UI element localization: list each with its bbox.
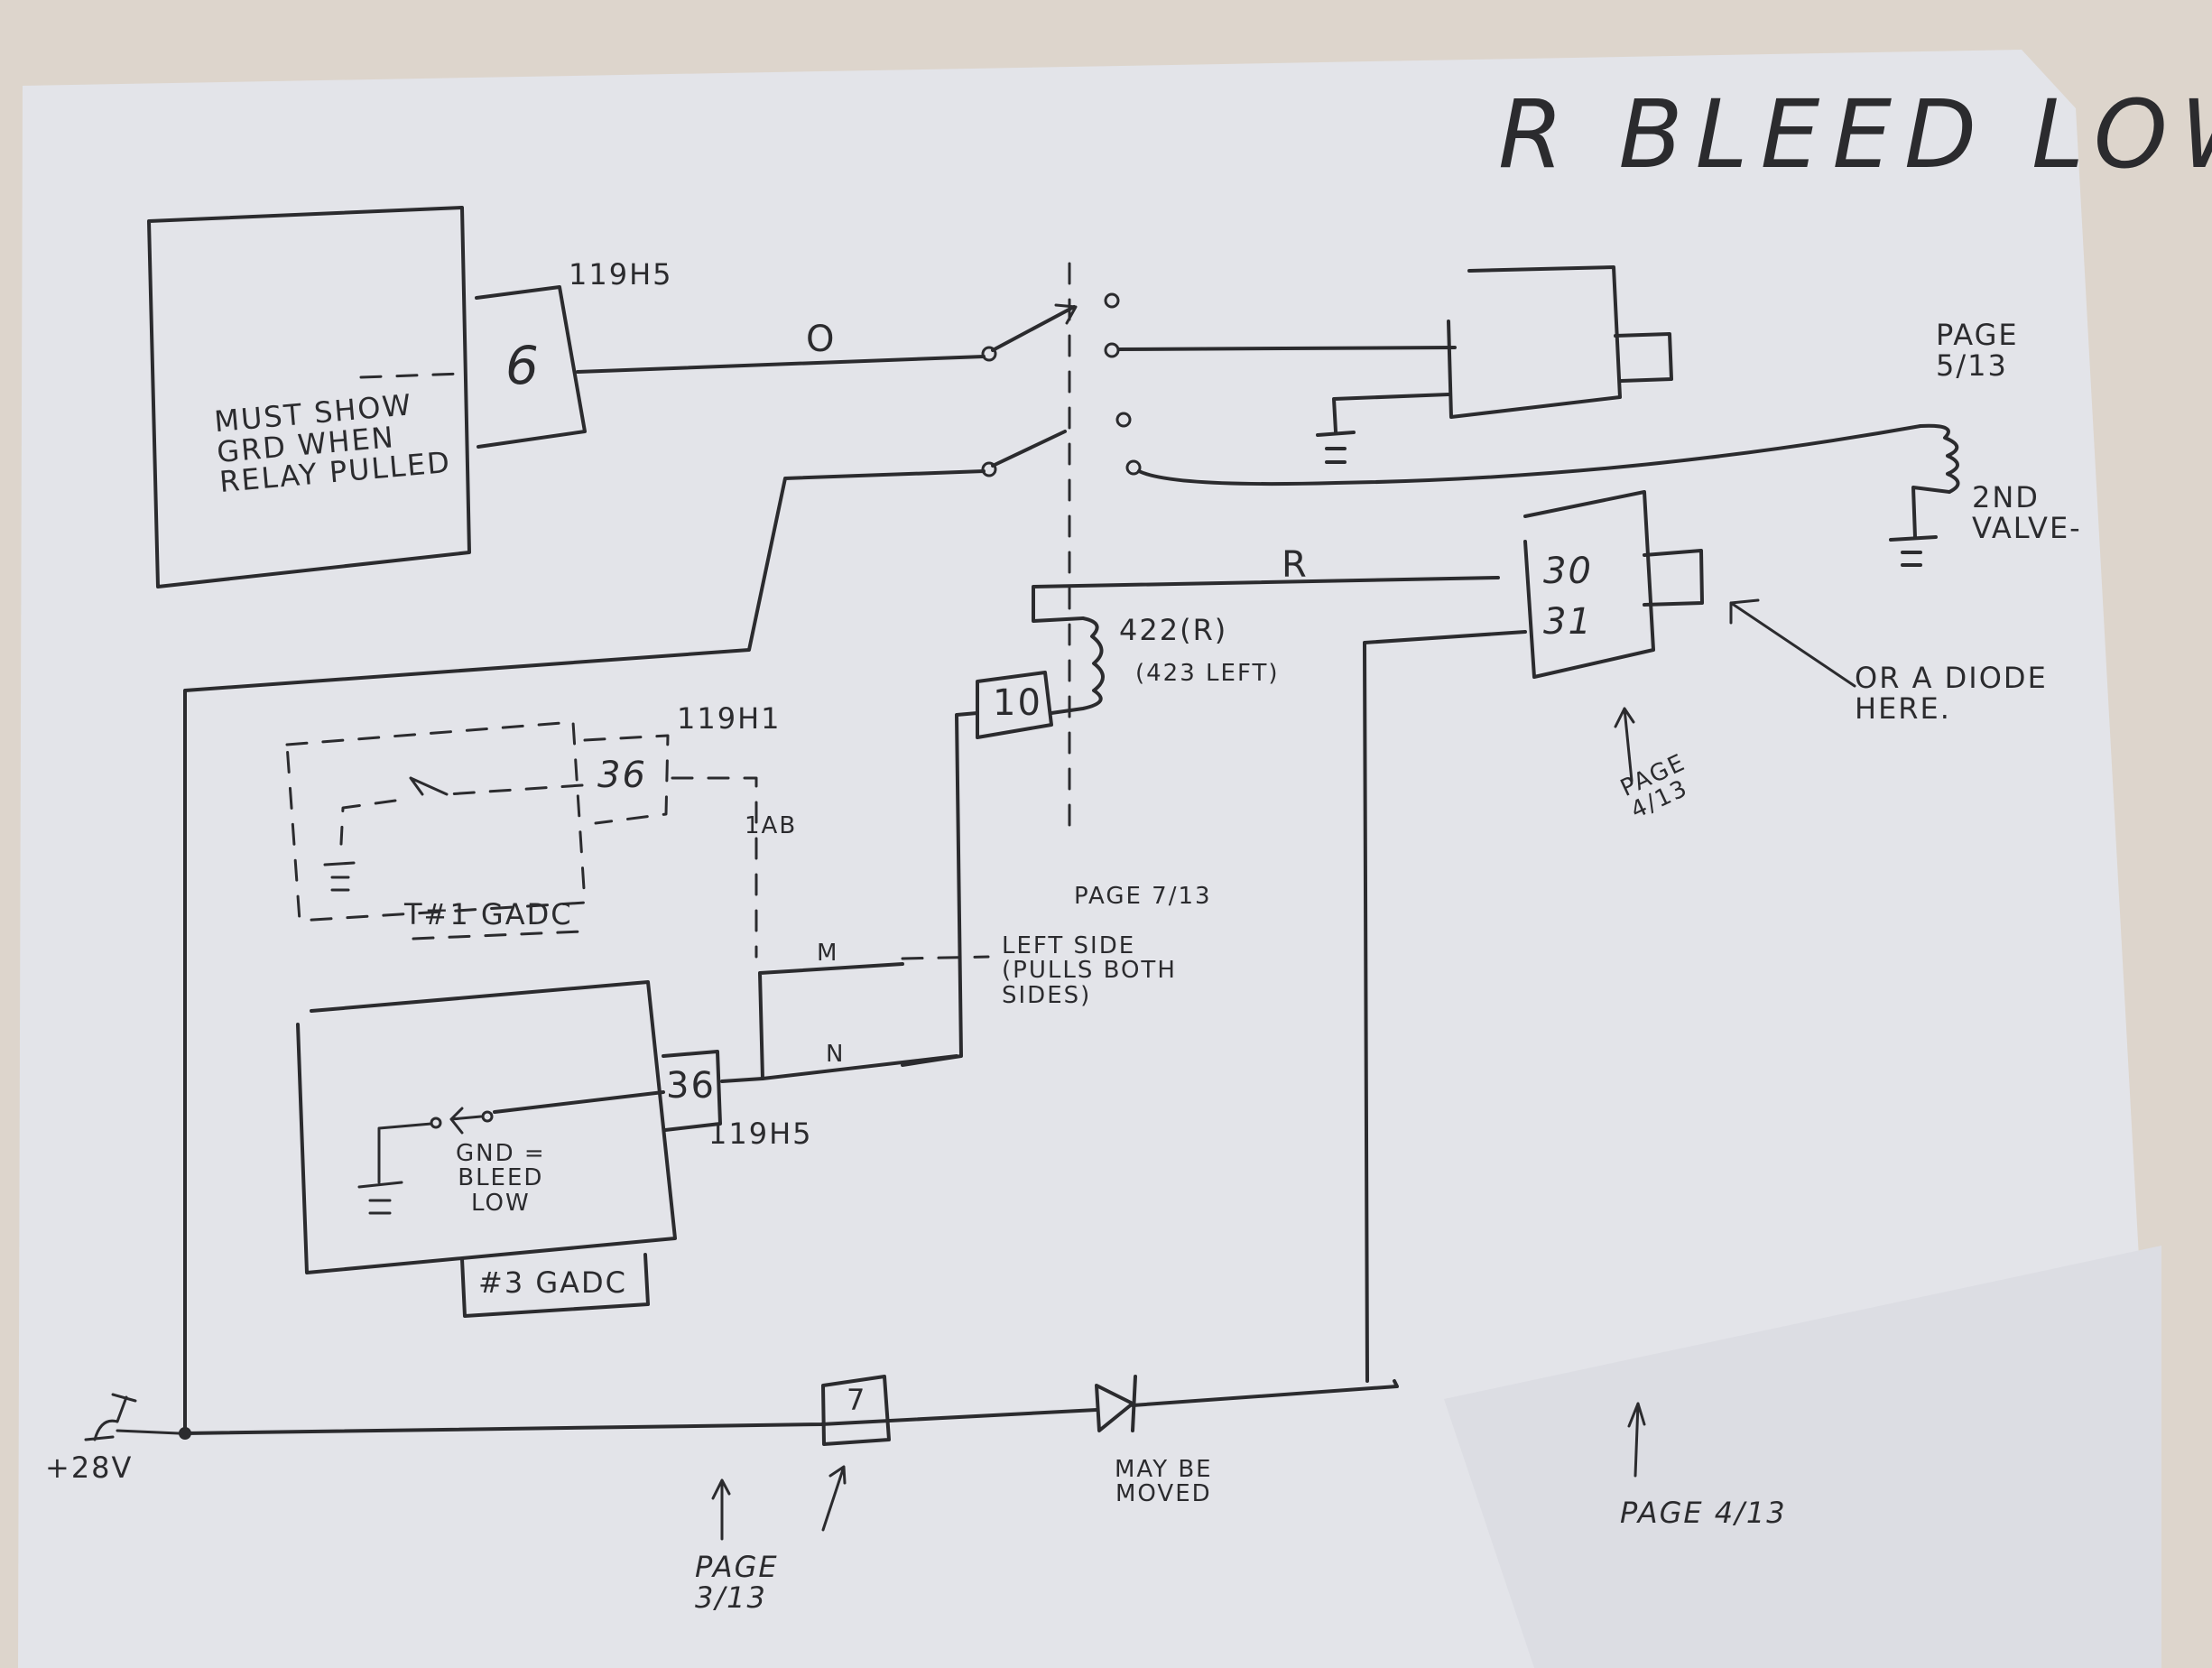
wire-r [1032,576,1500,623]
gadc3-ground-symbol [357,1181,403,1215]
dashed-wire-left-side [901,955,990,960]
connector-119h1: 119H1 [677,701,782,736]
gadc3-label: #3 GADC [478,1265,628,1300]
relay-coil-422 [1050,616,1105,715]
page-3-ref: PAGE 3/13 [695,1550,779,1615]
gadc1-arrow [409,776,449,796]
wire-10-down [901,711,979,1067]
relay-coil-label: 422(R) [1119,613,1228,647]
second-valve-coil [1919,423,1960,494]
connector-30-31-box [1523,490,1655,679]
gadc1-bottom-dashed [412,930,584,941]
second-valve-label: 2ND VALVE- [1972,480,2082,545]
connector-30-31-tab [1643,549,1704,607]
m-label: M [817,940,839,967]
arrow-diode-here [1729,598,1856,688]
switch1-nc-contact [1104,342,1120,358]
power-label: +28V [45,1450,134,1485]
gadc1-pin-36: 36 [597,755,647,796]
device-box [1447,265,1622,419]
relay-coil-alt-label: (423 LEFT) [1135,660,1280,687]
diode-here-note: OR A DIODE HERE. [1855,661,2048,726]
gadc3-note: GND = BLEED LOW [456,1140,546,1217]
wire-switch2-to-bus [183,469,986,1432]
bus-junction-dot [179,1427,191,1440]
diode-symbol [1095,1375,1137,1432]
gadc1-pin-36-dashed-box [583,734,670,825]
wire-1ab-label: 1AB [745,812,798,839]
page-4-ref-bottom: PAGE 4/13 [1620,1496,1787,1530]
gadc1-label: T#1 GADC [404,897,573,931]
pin-7-label: 7 [847,1383,867,1417]
gadc3-ground-wire [377,1122,433,1184]
gadc3-pin-36: 36 [666,1065,716,1107]
paper-shadow [1444,1246,2161,1668]
wire-diode-to-31 [1131,1379,1399,1407]
gadc3-switch-wire [493,1090,665,1114]
r-wire-label: R [1282,544,1309,586]
gadc1-ground-wire [339,799,397,846]
second-valve-ground-wire [1911,486,1951,539]
n-label: N [826,1041,846,1068]
connector-119h5-bottom: 119H5 [708,1117,813,1151]
switch1-no-contact [1104,292,1120,309]
power-terminal-symbol [84,1393,137,1441]
gadc3-switch-contact-b [430,1117,442,1129]
top-left-box [147,206,471,588]
wire-to-2nd-valve [1137,424,1922,486]
gadc3-switch-contact-a [481,1110,494,1123]
arrow-page-3-right [821,1465,847,1532]
pin-10-label: 10 [993,682,1042,724]
pin-10-box [976,671,1053,739]
wire-gadc3-to-mn [720,1077,764,1083]
diagram-title: R BLEED LOW [1498,79,2212,190]
arrow-page-3-left [711,1478,731,1541]
connector-pin-31: 31 [1543,601,1593,643]
switch2-common [981,461,997,477]
wire-31-down [1363,630,1527,1383]
switch2-no-contact [1115,412,1132,428]
gadc3-pin-36-box [662,1050,722,1132]
connector-119h5-top: 119H5 [569,257,673,292]
wire-o-label: O [806,319,837,360]
gadc1-dashed-arrow-wire [445,783,584,796]
dashed-wire-1ab [671,776,758,959]
diode-moved-note: MAY BE MOVED [1115,1456,1213,1508]
connector-pin-30: 30 [1543,551,1593,592]
switch1-common [981,346,997,362]
pin-6-box [475,285,587,449]
mn-page-ref: PAGE 7/13 [1074,883,1212,910]
arrow-page-4-top [1614,707,1635,783]
switch2-nc-contact [1125,459,1142,476]
switch1-blade [991,305,1076,352]
power-wire-stub [116,1429,180,1435]
top-left-box-note: MUST SHOW GRD WHEN RELAY PULLED [212,387,453,500]
arrow-page-4-bottom [1627,1402,1646,1478]
gadc3-label-box [460,1253,650,1318]
pin-7-box [821,1375,891,1446]
device-tab [1614,332,1673,383]
pin-6-label: 6 [505,335,541,396]
gadc3-box [296,980,677,1274]
device-ground-wire [1332,393,1450,433]
second-valve-page-ref: PAGE 5/13 [1936,318,2019,383]
wire-to-device [1117,346,1457,351]
second-valve-ground-symbol [1889,535,1938,567]
gadc1-dashed-box [285,720,587,922]
mn-left-side-note: LEFT SIDE (PULLS BOTH SIDES) [1002,932,1177,1009]
wire-o [576,355,986,374]
paper-surface [18,50,2161,1668]
dashed-link-6 [359,372,464,379]
gadc3-switch-arrow [449,1107,483,1135]
switch2-blade [991,430,1067,468]
gadc1-ground-symbol [323,861,356,892]
device-ground-symbol [1316,431,1356,464]
bottom-bus-wire [183,1408,1098,1435]
